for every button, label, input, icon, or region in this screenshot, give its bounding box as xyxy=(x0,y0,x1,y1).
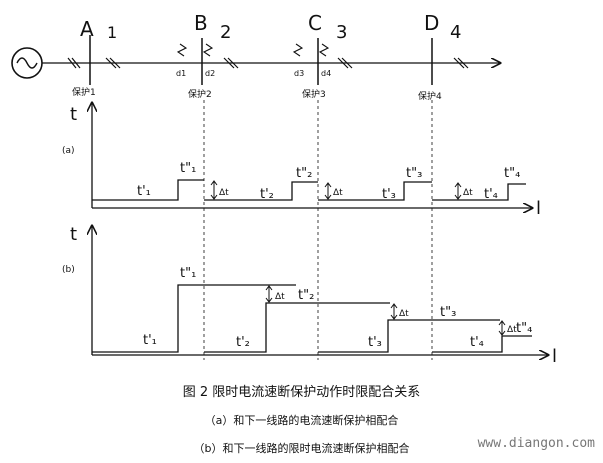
fault-label: d2 xyxy=(205,69,215,78)
delta-label: Δt xyxy=(463,188,473,198)
delta-label: Δt xyxy=(275,292,285,302)
sine-wave-icon xyxy=(16,57,38,69)
delta-arrow xyxy=(210,180,218,200)
fault-arrow-icon xyxy=(202,43,214,57)
high-label: t"₂ xyxy=(298,288,314,303)
caption-a: （a）和下一线路的电流速断保护相配合 xyxy=(204,414,399,427)
station-number: 3 xyxy=(336,22,347,43)
time-step-line xyxy=(92,179,526,201)
plot-b: t l (b) Δt Δt Δt t'₁ t'₂ t'₃ t'₄ t"₁ t"₂… xyxy=(62,224,557,367)
delta-label: Δt xyxy=(507,325,517,335)
x-axis-label: l xyxy=(536,198,541,219)
y-axis-label: t xyxy=(70,104,77,125)
delta-arrow xyxy=(265,285,273,303)
fault-label: d1 xyxy=(176,69,186,78)
breaker-icon xyxy=(337,57,353,69)
station-number: 2 xyxy=(220,22,231,43)
plot-a: t l (a) Δt Δt Δt t'₁ t'₂ t'₃ t'₄ t"₁ t"₂… xyxy=(62,103,541,219)
station-letter: D xyxy=(424,11,439,35)
level-label: t'₂ xyxy=(260,187,274,202)
delta-arrow xyxy=(454,182,462,200)
delta-arrow xyxy=(498,320,506,336)
high-label: t"₁ xyxy=(180,161,196,176)
station-letter: C xyxy=(308,11,322,35)
plot-tag: (a) xyxy=(62,146,75,156)
high-label: t"₂ xyxy=(296,166,312,181)
plot-tag: (b) xyxy=(62,265,75,275)
figure-title: 图 2 限时电流速断保护动作时限配合关系 xyxy=(182,385,421,400)
y-axis-label: t xyxy=(70,224,77,245)
fault-label: d3 xyxy=(294,69,304,78)
high-label: t"₃ xyxy=(406,166,422,181)
level-label: t'₄ xyxy=(470,335,484,350)
breaker-icon xyxy=(105,57,121,69)
fault-arrow-icon xyxy=(176,43,188,57)
delta-label: Δt xyxy=(333,188,343,198)
fault-arrow-icon xyxy=(292,43,304,57)
transmission-line: A 1 B 2 C 3 D 4 d1 d2 d3 d4 保护1 保护2 保护3 … xyxy=(11,11,500,102)
breaker-icon xyxy=(223,57,239,69)
delta-label: Δt xyxy=(399,309,409,319)
caption-b: （b）和下一线路的限时电流速断保护相配合 xyxy=(193,442,410,455)
protection-label: 保护4 xyxy=(418,90,442,102)
station-number: 4 xyxy=(450,22,461,43)
delta-arrow xyxy=(324,182,332,200)
station-number: 1 xyxy=(107,23,117,42)
time-step-line xyxy=(92,284,532,353)
high-label: t"₁ xyxy=(180,266,196,281)
level-label: t'₄ xyxy=(484,187,498,202)
delta-label: Δt xyxy=(219,188,229,198)
fault-label: d4 xyxy=(321,69,331,78)
high-label: t"₄ xyxy=(516,321,532,336)
x-axis-label: l xyxy=(552,346,557,367)
level-label: t'₁ xyxy=(143,333,157,348)
level-label: t'₃ xyxy=(382,187,396,202)
guide-lines xyxy=(203,100,433,360)
fault-arrow-icon xyxy=(318,43,330,57)
high-label: t"₄ xyxy=(504,166,520,181)
station-letter: A xyxy=(80,17,94,41)
protection-label: 保护2 xyxy=(188,88,212,100)
breaker-icon xyxy=(453,57,469,69)
protection-label: 保护1 xyxy=(72,86,96,98)
delta-arrow xyxy=(390,303,398,320)
level-label: t'₁ xyxy=(137,184,151,199)
station-letter: B xyxy=(194,11,208,35)
watermark: www.diangon.com xyxy=(477,436,595,451)
protection-label: 保护3 xyxy=(302,88,326,100)
breaker-icon xyxy=(67,57,81,69)
level-label: t'₂ xyxy=(236,335,250,350)
high-label: t"₃ xyxy=(440,305,456,320)
level-label: t'₃ xyxy=(368,335,382,350)
